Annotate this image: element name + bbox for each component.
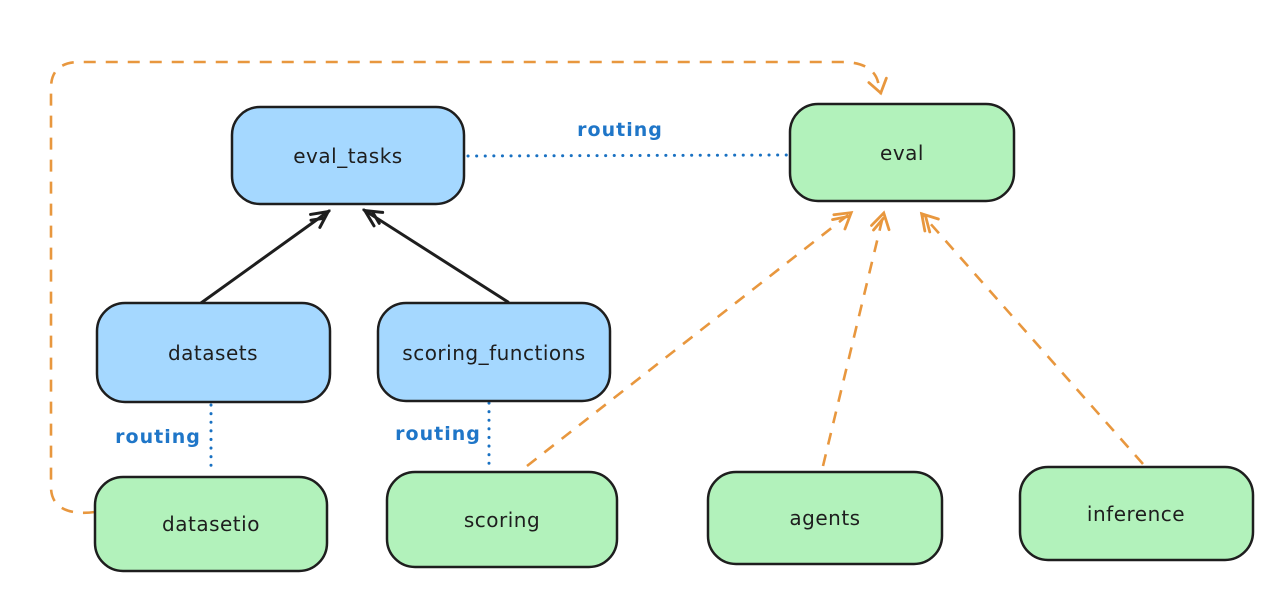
node-agents-box: [706, 470, 944, 566]
node-agents: agents: [706, 470, 944, 566]
node-eval: eval: [788, 102, 1016, 203]
node-eval_tasks: eval_tasks: [230, 105, 466, 206]
edge-agents-eval: [821, 210, 891, 467]
routing-label-datasets-datasetio: routing: [115, 426, 201, 448]
node-eval_tasks-box: [230, 105, 466, 206]
node-datasets-box: [95, 301, 332, 404]
edge-inference-eval: [919, 211, 1144, 465]
node-eval-box: [788, 102, 1016, 203]
node-datasetio-box: [93, 475, 329, 573]
node-scoring_functions: scoring_functions: [376, 301, 612, 403]
node-inference: inference: [1018, 465, 1255, 562]
node-scoring: scoring: [385, 470, 619, 569]
node-datasetio-label: datasetio: [162, 512, 260, 536]
edge-scoring-eval: [526, 210, 854, 468]
node-datasets-label: datasets: [168, 341, 258, 365]
node-datasets: datasets: [95, 301, 332, 404]
node-datasetio: datasetio: [93, 475, 329, 573]
node-eval-label: eval: [880, 141, 924, 165]
node-scoring-label: scoring: [464, 508, 540, 532]
routing-label-eval_tasks-eval: routing: [577, 119, 663, 141]
node-agents-label: agents: [789, 506, 860, 530]
edge-eval_tasks-eval-routing: [466, 153, 789, 158]
node-eval_tasks-label: eval_tasks: [293, 144, 402, 168]
node-inference-box: [1018, 465, 1255, 562]
node-scoring-box: [385, 470, 619, 569]
node-inference-label: inference: [1087, 502, 1185, 526]
edge-scoring_functions-eval_tasks: [362, 208, 510, 304]
node-scoring_functions-box: [376, 301, 612, 403]
routing-label-scoring_functions-scoring: routing: [395, 423, 481, 445]
edge-datasets-eval_tasks: [199, 209, 331, 305]
node-scoring_functions-label: scoring_functions: [402, 341, 585, 365]
edge-datasetio-eval: [49, 60, 888, 515]
